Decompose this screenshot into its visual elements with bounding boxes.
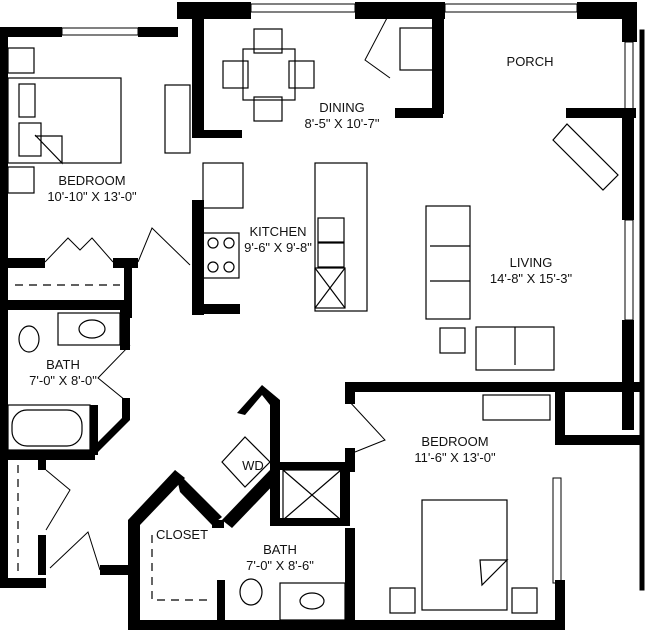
room-label-bedroom-1: BEDROOM 10'-10" X 13'-0" (47, 173, 136, 205)
room-dimensions: 11'-6" X 13'-0" (414, 450, 496, 465)
room-dimensions: 14'-8" X 15'-3" (489, 271, 573, 286)
room-dimensions: 7'-0" X 8'-0" (29, 373, 97, 388)
room-name: PORCH (506, 54, 554, 69)
walls (0, 2, 640, 630)
room-name: KITCHEN (249, 224, 307, 239)
room-label-kitchen: KITCHEN 9'-6" X 9'-8" (244, 224, 312, 256)
room-name: BEDROOM (421, 434, 489, 449)
room-name: BATH (263, 542, 297, 557)
room-label-laundry: WD (242, 458, 264, 474)
room-dimensions: 10'-10" X 13'-0" (47, 189, 137, 204)
room-name: LIVING (509, 255, 553, 270)
room-dimensions: 8'-5" X 10'-7" (304, 116, 380, 131)
room-name: CLOSET (155, 527, 209, 542)
furniture (7, 27, 619, 621)
room-label-bedroom-2: BEDROOM 11'-6" X 13'-0" (414, 434, 495, 466)
room-name: BEDROOM (58, 173, 126, 188)
room-name: BATH (46, 357, 80, 372)
windows (61, 3, 645, 591)
room-label-living: LIVING 14'-8" X 15'-3" (490, 255, 572, 287)
room-label-bath-1: BATH 7'-0" X 8'-0" (29, 357, 97, 389)
room-label-dining: DINING 8'-5" X 10'-7" (305, 100, 380, 132)
room-name: DINING (319, 100, 365, 115)
doors (44, 17, 391, 571)
room-name: WD (242, 458, 264, 473)
room-dimensions: 7'-0" X 8'-6" (246, 558, 314, 573)
room-label-porch: PORCH (507, 54, 554, 70)
room-label-bath-2: BATH 7'-0" X 8'-6" (246, 542, 314, 574)
room-label-closet: CLOSET (156, 527, 208, 543)
room-dimensions: 9'-6" X 9'-8" (244, 240, 312, 255)
